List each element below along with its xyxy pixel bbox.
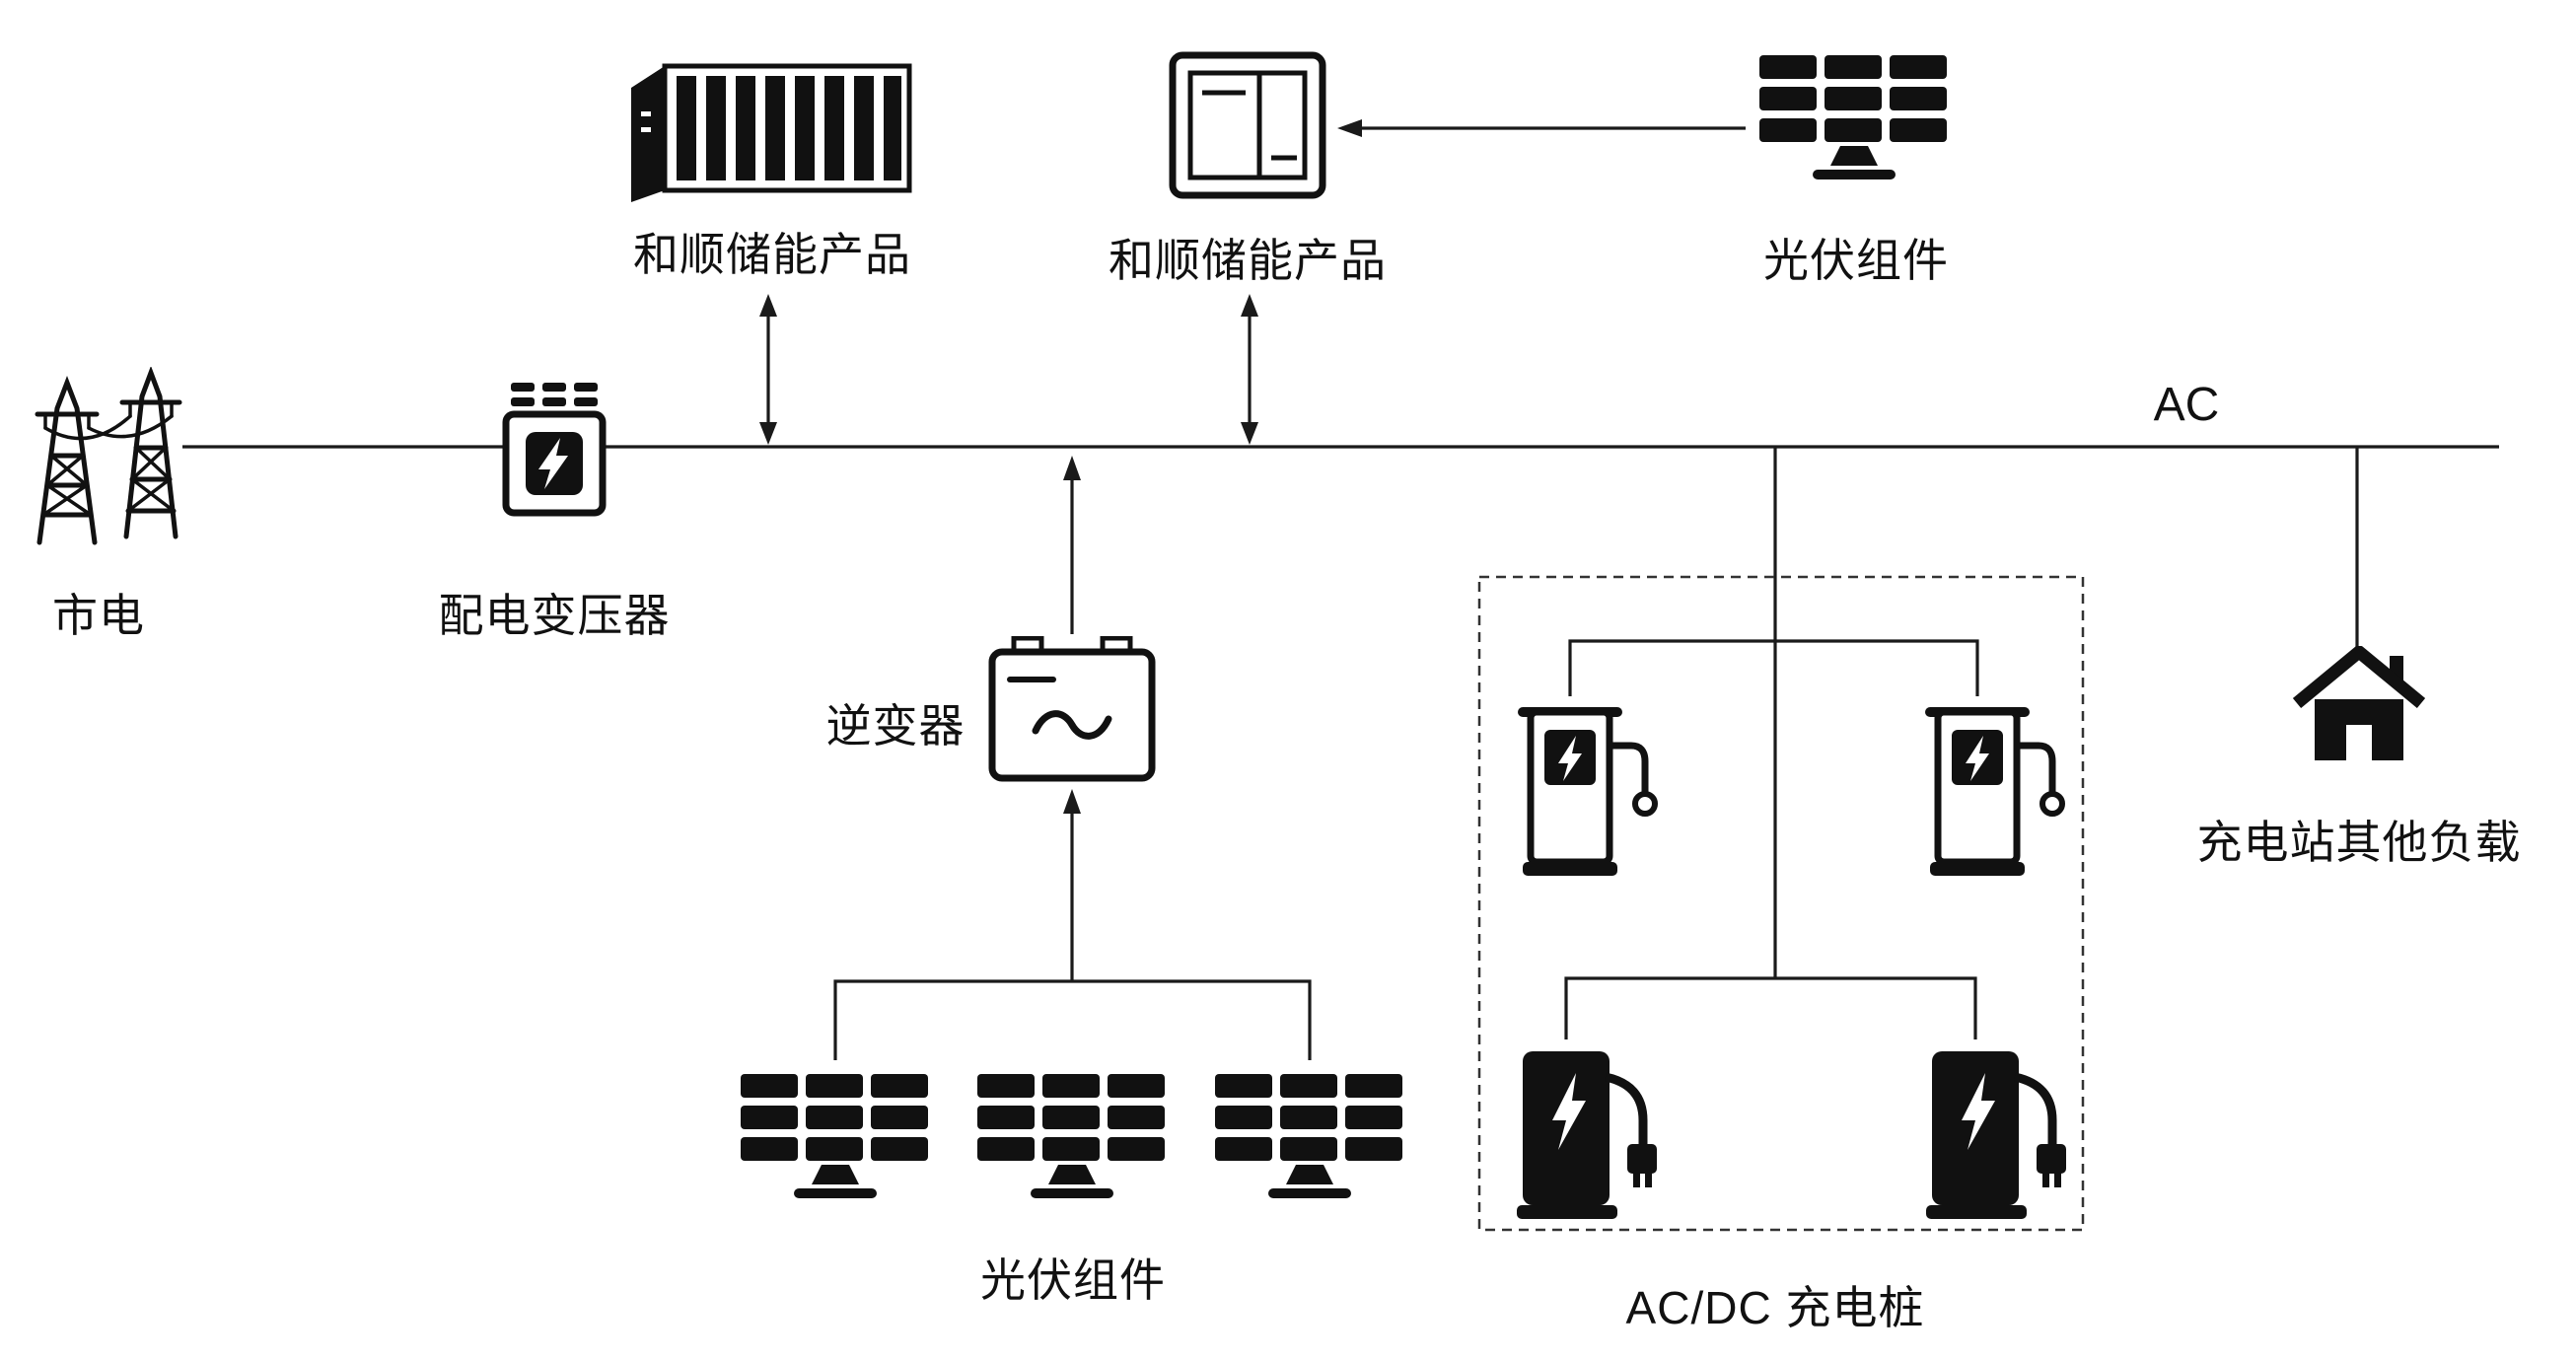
inverter-label: 逆变器 (825, 700, 966, 752)
charger-group-label: AC/DC 充电桩 (1625, 1282, 1925, 1333)
solar-panel-icon (1211, 1070, 1408, 1202)
solar-panel-icon (1755, 51, 1953, 183)
house-load-icon (2293, 646, 2425, 760)
node-pv-top (1755, 51, 1953, 183)
ev-charger-dc-icon (1517, 1043, 1665, 1231)
ev-charger-ac-icon (1922, 700, 2070, 888)
node-charger-ac-2 (1922, 700, 2070, 888)
ev-charger-ac-icon (1515, 700, 1663, 888)
charger-bottom-branch (1564, 976, 1977, 1039)
pv-array-bracket (833, 979, 1312, 1060)
grid-label: 市电 (52, 590, 145, 641)
node-other-load (2293, 646, 2425, 766)
transformer-icon (502, 383, 607, 517)
node-storage-cabinet (1169, 51, 1326, 199)
node-charger-dc-1 (1517, 1043, 1665, 1231)
node-pv-bottom-3 (1211, 1070, 1408, 1202)
node-inverter (988, 636, 1156, 782)
storage-cabinet-icon (1169, 51, 1326, 199)
transformer-label: 配电变压器 (438, 590, 671, 641)
pv-top-label: 光伏组件 (1763, 235, 1949, 286)
node-charger-ac-1 (1515, 700, 1663, 888)
storage-right-label: 和顺储能产品 (1109, 235, 1387, 286)
node-transformer (499, 383, 609, 521)
ac-bus-label: AC (2153, 379, 2220, 431)
node-utility-grid (10, 367, 207, 552)
node-pv-bottom-2 (973, 1070, 1171, 1202)
other-load-label: 充电站其他负载 (2196, 817, 2522, 868)
storage-left-label: 和顺储能产品 (633, 229, 911, 280)
node-pv-bottom-1 (737, 1070, 934, 1202)
node-storage-container (631, 54, 913, 202)
solar-panel-icon (973, 1070, 1171, 1202)
inverter-icon (988, 636, 1156, 782)
ev-charger-dc-icon (1926, 1043, 2074, 1231)
power-grid-towers-icon (35, 367, 182, 545)
solar-panel-icon (737, 1070, 934, 1202)
charger-group-dashed-box (1477, 575, 2085, 1232)
charger-top-branch (1568, 639, 1979, 696)
node-charger-dc-2 (1926, 1043, 2074, 1231)
energy-storage-container-icon (631, 63, 912, 202)
pv-bottom-label: 光伏组件 (980, 1254, 1166, 1306)
